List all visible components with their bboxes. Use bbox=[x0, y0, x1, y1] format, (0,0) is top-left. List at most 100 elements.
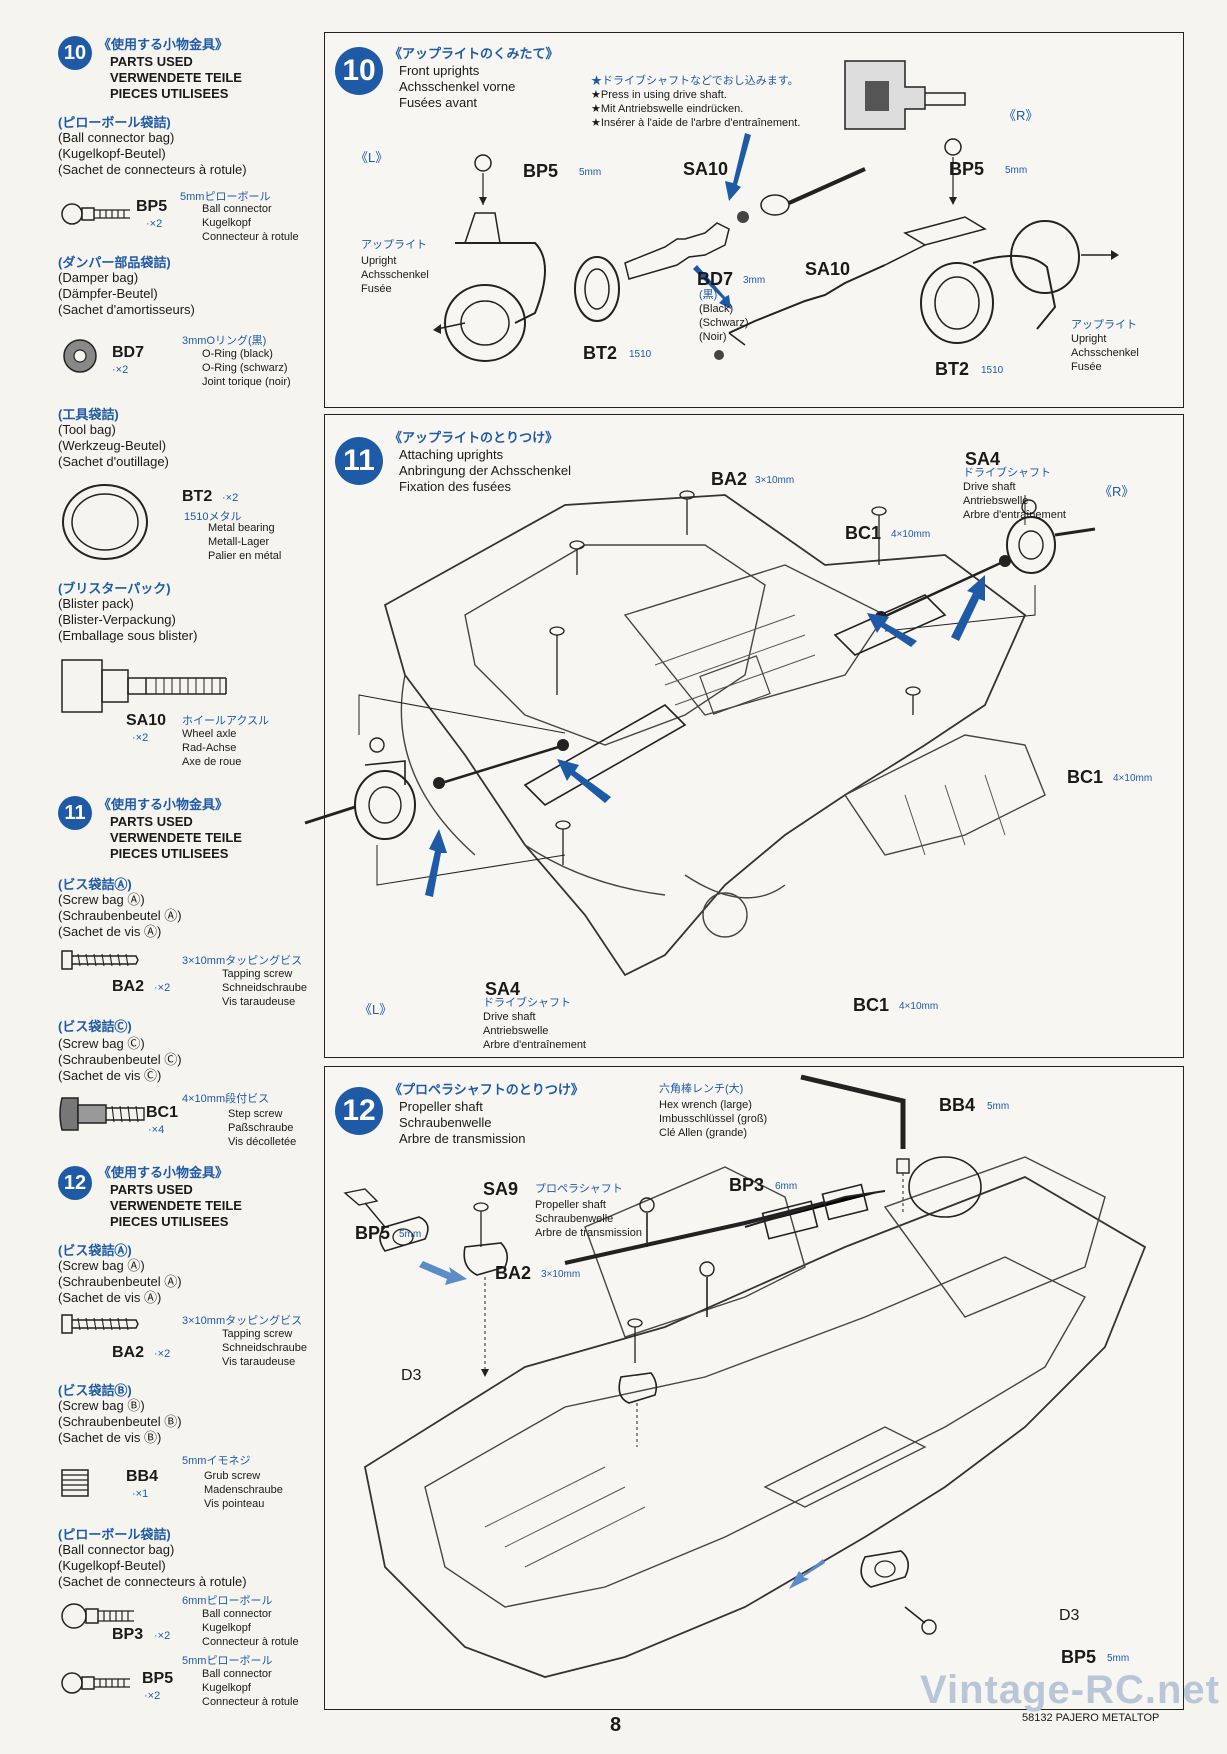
p12-hex-fr: Clé Allen (grande) bbox=[659, 1127, 748, 1139]
p11-sa4-left-jp: ドライブシャフト bbox=[483, 997, 571, 1009]
s10-bag1-jp: (ピローボール袋詰) bbox=[58, 115, 171, 130]
p12-hex-de: Imbusschlüssel (groß) bbox=[659, 1113, 768, 1125]
p10-bp5-right-mm: 5mm bbox=[1005, 165, 1028, 176]
p10-bp5-left-mm: 5mm bbox=[579, 167, 602, 178]
s12-bp3-qty: ·×2 bbox=[154, 1630, 171, 1642]
grub-screw-icon bbox=[61, 1469, 89, 1497]
s12-ba2-code: BA2 bbox=[112, 1344, 145, 1361]
s12-bagB-de: (Schraubenbeutel Ⓑ) bbox=[58, 1414, 182, 1429]
s11-bc1-en: Step screw bbox=[228, 1108, 283, 1120]
p11-sa4-left: SA4 bbox=[485, 979, 521, 999]
p11-ba2-code: BA2 bbox=[711, 469, 748, 489]
p10-note-de: ★Mit Antriebswelle eindrücken. bbox=[591, 103, 744, 115]
s12-bp5-code: BP5 bbox=[142, 1670, 174, 1687]
p11-sa4-left-de: Antriebswelle bbox=[483, 1025, 549, 1037]
p12-hex-en: Hex wrench (large) bbox=[659, 1099, 752, 1111]
p11-sa4-right: SA4 bbox=[965, 449, 1001, 469]
s11-parts-used: PARTS USED bbox=[110, 814, 193, 829]
s11-ba2-code: BA2 bbox=[112, 978, 145, 995]
s12-bp5-qty: ·×2 bbox=[144, 1690, 161, 1702]
s10-bt2-en: Metal bearing bbox=[208, 522, 275, 534]
p12-bp5-left: BP5 bbox=[355, 1223, 391, 1243]
s10-bp5-de: Kugelkopf bbox=[202, 217, 251, 229]
s12-ba2-en: Tapping screw bbox=[222, 1328, 293, 1340]
p10-left-label: 《L》 bbox=[355, 150, 389, 165]
s11-pieces: PIECES UTILISEES bbox=[110, 846, 229, 861]
s11-ba2-qty: ·×2 bbox=[154, 982, 171, 994]
p12-title-de: Schraubenwelle bbox=[399, 1115, 492, 1130]
s12-bb4-en: Grub screw bbox=[204, 1470, 261, 1482]
p10-upright-right-de: Achsschenkel bbox=[1071, 347, 1139, 359]
metal-bearing-icon bbox=[62, 484, 148, 560]
p12-hex-jp: 六角棒レンチ(大) bbox=[659, 1083, 744, 1095]
s10-sa10-en: Wheel axle bbox=[182, 728, 237, 740]
p10-jp-title: 《アップライトのくみたて》 bbox=[389, 46, 559, 61]
p11-sa4-right-jp: ドライブシャフト bbox=[963, 467, 1051, 479]
s12-bag1-en: (Ball connector bag) bbox=[58, 1542, 175, 1557]
p12-sa9-jp: プロペラシャフト bbox=[535, 1183, 623, 1195]
p12-bp5-right-mm: 5mm bbox=[1107, 1653, 1130, 1664]
step-10-badge: 10 bbox=[58, 36, 92, 70]
p10-bt2-left: BT2 bbox=[583, 343, 618, 363]
s11-ba2-de: Schneidschraube bbox=[222, 982, 308, 994]
s12-bb4-jp: 5mmイモネジ bbox=[182, 1455, 251, 1467]
p10-note-jp: ★ドライブシャフトなどでおし込みます。 bbox=[591, 75, 799, 87]
s11-bagC-de: (Schraubenbeutel Ⓒ) bbox=[58, 1052, 182, 1067]
p10-upright-left-de: Achsschenkel bbox=[361, 269, 429, 281]
p10-upright-right-en: Upright bbox=[1071, 333, 1107, 345]
step-12-badge: 12 bbox=[58, 1166, 92, 1200]
s11-bagA-fr: (Sachet de vis Ⓐ) bbox=[58, 924, 162, 939]
s10-bag4-de: (Blister-Verpackung) bbox=[58, 612, 176, 627]
s10-bd7-de: O-Ring (schwarz) bbox=[202, 362, 288, 374]
s10-bag4-en: (Blister pack) bbox=[58, 596, 134, 611]
s12-bagB-en: (Screw bag Ⓑ) bbox=[58, 1398, 145, 1413]
s12-bagB-fr: (Sachet de vis Ⓑ) bbox=[58, 1430, 162, 1445]
p12-d3-right: D3 bbox=[1059, 1607, 1080, 1624]
p10-bp5-right: BP5 bbox=[949, 159, 985, 179]
s11-ba2-en: Tapping screw bbox=[222, 968, 293, 980]
p10-bt2-right: BT2 bbox=[935, 359, 970, 379]
p11-bc1-bottom: BC1 bbox=[853, 995, 890, 1015]
s10-bag3-fr: (Sachet d'outillage) bbox=[58, 454, 169, 469]
p11-sa4-left-en: Drive shaft bbox=[483, 1011, 536, 1023]
p12-ba2-mm: 3×10mm bbox=[541, 1269, 581, 1280]
ball-connector-icon bbox=[61, 1672, 130, 1694]
s11-bagC-en: (Screw bag Ⓒ) bbox=[58, 1036, 145, 1051]
p11-title-fr: Fixation des fusées bbox=[399, 479, 512, 494]
step-10-panel: 10 《アップライトのくみたて》 Front uprights Achssche… bbox=[324, 32, 1184, 408]
s12-bp3-fr: Connecteur à rotule bbox=[202, 1636, 299, 1648]
p12-sa9-de: Schraubenwelle bbox=[535, 1213, 614, 1225]
s12-ba2-qty: ·×2 bbox=[154, 1348, 171, 1360]
s11-bc1-jp: 4×10mm段付ビス bbox=[182, 1093, 270, 1105]
p10-sa10-top: SA10 bbox=[683, 159, 729, 179]
p10-upright-right-jp: アップライト bbox=[1071, 319, 1137, 331]
s11-ba2-jp: 3×10mmタッピングビス bbox=[182, 955, 303, 967]
p11-left-label: 《L》 bbox=[359, 1002, 393, 1017]
s10-verwendete: VERWENDETE TEILE bbox=[110, 70, 242, 85]
s10-bag4-jp: (ブリスターパック) bbox=[58, 581, 171, 596]
s12-ba2-fr: Vis taraudeuse bbox=[222, 1356, 296, 1368]
tapping-screw-icon bbox=[61, 950, 139, 970]
p11-bc1-top-mm: 4×10mm bbox=[891, 529, 931, 540]
p10-title-fr: Fusées avant bbox=[399, 95, 478, 110]
s12-bagB-jp: (ビス袋詰Ⓑ) bbox=[58, 1383, 132, 1398]
s11-bc1-qty: ·×4 bbox=[148, 1124, 165, 1136]
s10-bp5-en: Ball connector bbox=[202, 203, 272, 215]
p11-right-label: 《R》 bbox=[1099, 484, 1135, 499]
wheel-axle-icon bbox=[61, 659, 227, 713]
p12-bp5-left-mm: 5mm bbox=[399, 1229, 422, 1240]
s11-bc1-de: Paßschraube bbox=[228, 1122, 294, 1134]
p10-note-fr: ★Insérer à l'aide de l'arbre d'entraînem… bbox=[591, 117, 801, 129]
s12-verwendete: VERWENDETE TEILE bbox=[110, 1198, 242, 1213]
s10-bd7-en: O-Ring (black) bbox=[202, 348, 273, 360]
s11-bagA-de: (Schraubenbeutel Ⓐ) bbox=[58, 908, 182, 923]
s12-ba2-de: Schneidschraube bbox=[222, 1342, 308, 1354]
s11-bagC-fr: (Sachet de vis Ⓒ) bbox=[58, 1068, 162, 1083]
s12-bb4-fr: Vis pointeau bbox=[204, 1498, 265, 1510]
s11-bagC-jp: (ビス袋詰Ⓒ) bbox=[58, 1019, 132, 1034]
s10-bp5-fr: Connecteur à rotule bbox=[202, 231, 299, 243]
s10-bp5-jp: 5mmピローボール bbox=[180, 191, 271, 203]
s10-bt2-qty: ·×2 bbox=[222, 492, 239, 504]
s10-bd7-code: BD7 bbox=[112, 344, 145, 361]
s10-bag1-fr: (Sachet de connecteurs à rotule) bbox=[58, 162, 247, 177]
